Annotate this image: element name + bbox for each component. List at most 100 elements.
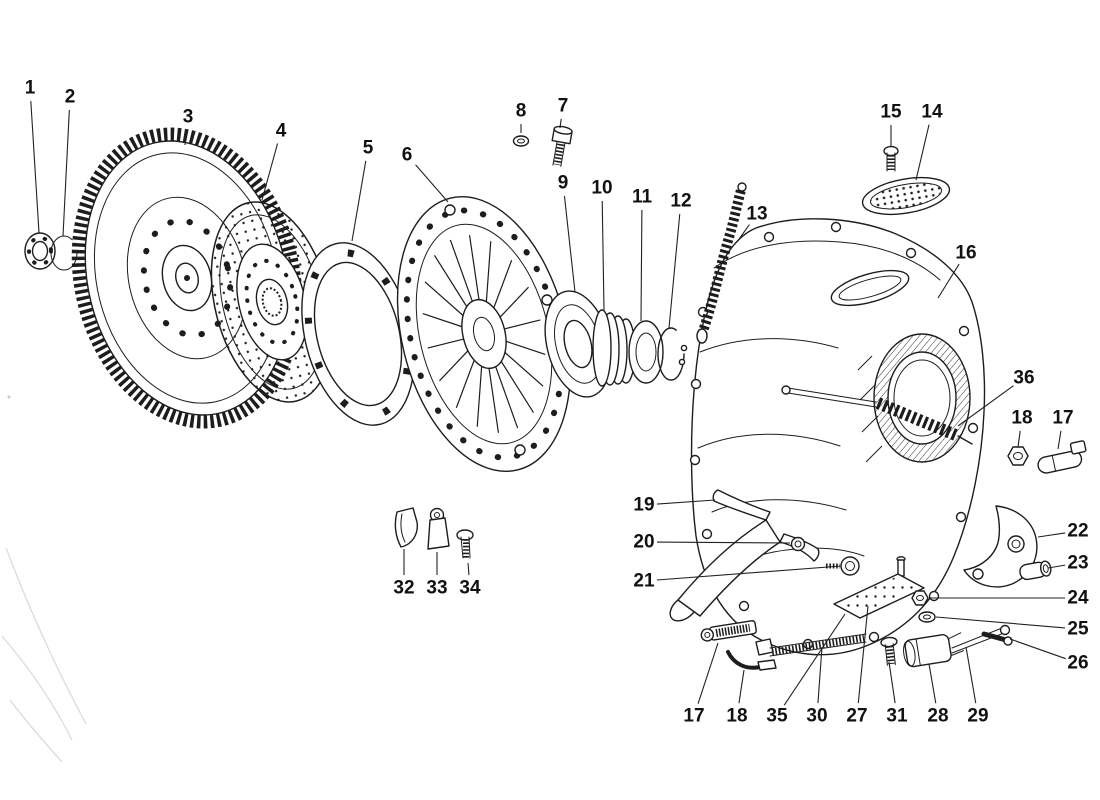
circlip-part12 — [657, 327, 688, 381]
leader-line-25 — [935, 616, 1066, 629]
leader-line-20 — [656, 541, 791, 544]
leader-line-2 — [62, 109, 70, 237]
spring-ring-part5-6 — [301, 242, 415, 426]
grille-part14 — [861, 176, 951, 216]
leader-line-7 — [559, 118, 562, 129]
leader-line-21 — [656, 565, 842, 581]
part-label-9: 9 — [558, 173, 569, 194]
part-label-31: 31 — [886, 706, 908, 727]
bearing-part1 — [24, 232, 56, 270]
part-label-16: 16 — [955, 243, 976, 264]
adjuster-rod — [781, 385, 877, 408]
release-fork-part19 — [669, 489, 820, 622]
lever-part22 — [963, 505, 1038, 588]
pin-part17-right — [1037, 440, 1087, 474]
part-label-13: 13 — [746, 204, 767, 225]
leader-line-36 — [957, 385, 1014, 427]
leader-line-3 — [184, 129, 188, 146]
part-label-12: 12 — [670, 191, 691, 212]
leader-line-17 — [697, 642, 719, 704]
washer-part8 — [512, 135, 530, 147]
bellhousing-top-slot — [830, 269, 910, 307]
leader-line-10 — [601, 200, 605, 311]
nut-part24 — [911, 590, 929, 606]
part-label-17: 17 — [683, 706, 704, 727]
bellhousing-part16 — [689, 218, 986, 656]
part-label-29: 29 — [967, 706, 988, 727]
pivot-bolt-part21 — [826, 556, 860, 576]
pressure-plate-cover-part6-9 — [396, 196, 572, 472]
part-label-6: 6 — [402, 145, 413, 166]
clip-part33 — [427, 507, 450, 550]
leader-line-4 — [261, 143, 279, 201]
leader-line-5 — [351, 160, 367, 242]
leader-line-14 — [915, 124, 930, 181]
washer-part25 — [918, 611, 936, 623]
leader-line-29 — [965, 646, 977, 704]
part-label-4: 4 — [276, 121, 287, 142]
part-label-17: 17 — [1052, 408, 1073, 429]
part-label-11: 11 — [632, 187, 653, 208]
part-label-27: 27 — [846, 706, 867, 727]
part-label-25: 25 — [1067, 619, 1089, 640]
part-label-24: 24 — [1067, 588, 1089, 609]
leader-line-18 — [738, 669, 745, 704]
bolt-part34 — [456, 529, 474, 559]
bolt-part7 — [551, 125, 573, 167]
part-label-5: 5 — [363, 138, 374, 159]
part-label-21: 21 — [633, 571, 655, 592]
clip-part32 — [394, 507, 418, 548]
part-label-36: 36 — [1013, 368, 1034, 389]
clip-part18-bottom — [726, 650, 777, 671]
part-label-20: 20 — [633, 532, 654, 553]
part-label-33: 33 — [426, 578, 447, 599]
pivot-part20 — [790, 536, 806, 552]
cylinder-part28 — [903, 632, 965, 668]
screw-part15 — [883, 145, 899, 172]
threaded-rod-part30 — [755, 633, 867, 657]
nut-part18-right — [1007, 446, 1029, 466]
part-label-10: 10 — [591, 178, 612, 199]
leader-line-22 — [1037, 532, 1066, 538]
leader-line-16 — [937, 263, 960, 299]
leader-line-19 — [656, 499, 716, 505]
leader-line-35 — [783, 613, 846, 706]
leader-line-11 — [640, 209, 643, 322]
bellhousing-bolt-holes — [689, 221, 979, 650]
part-label-15: 15 — [880, 102, 902, 123]
leader-line-1 — [30, 100, 40, 234]
leader-line-6 — [415, 164, 449, 203]
part-label-7: 7 — [558, 96, 569, 117]
link-plate-part27-35 — [833, 556, 925, 619]
leader-line-30 — [817, 646, 823, 704]
bushing-part23 — [1019, 560, 1052, 581]
part-label-8: 8 — [516, 101, 527, 122]
leader-line-27 — [857, 605, 869, 704]
part-label-34: 34 — [459, 578, 481, 599]
part-label-22: 22 — [1067, 521, 1088, 542]
knurled-pin-part17-bottom — [700, 620, 757, 642]
part-label-32: 32 — [393, 578, 414, 599]
diaphragm-fingers — [404, 224, 565, 445]
scan-artifacts — [1, 395, 87, 763]
ring-part11 — [628, 320, 664, 384]
bellhousing-ribs — [857, 355, 883, 463]
part-label-26: 26 — [1067, 653, 1088, 674]
leader-line-23 — [1047, 564, 1066, 569]
part-label-35: 35 — [766, 706, 788, 727]
part-label-14: 14 — [921, 102, 943, 123]
part-label-2: 2 — [65, 87, 76, 108]
part-label-3: 3 — [183, 107, 194, 128]
part-label-1: 1 — [25, 78, 36, 99]
conduit-part13 — [696, 182, 747, 344]
part-label-28: 28 — [927, 706, 948, 727]
leader-line-28 — [928, 663, 937, 704]
leader-line-26 — [1009, 638, 1066, 660]
leader-line-9 — [563, 195, 576, 293]
part-label-23: 23 — [1067, 553, 1088, 574]
leader-line-31 — [888, 661, 896, 704]
part-label-18: 18 — [1011, 408, 1032, 429]
